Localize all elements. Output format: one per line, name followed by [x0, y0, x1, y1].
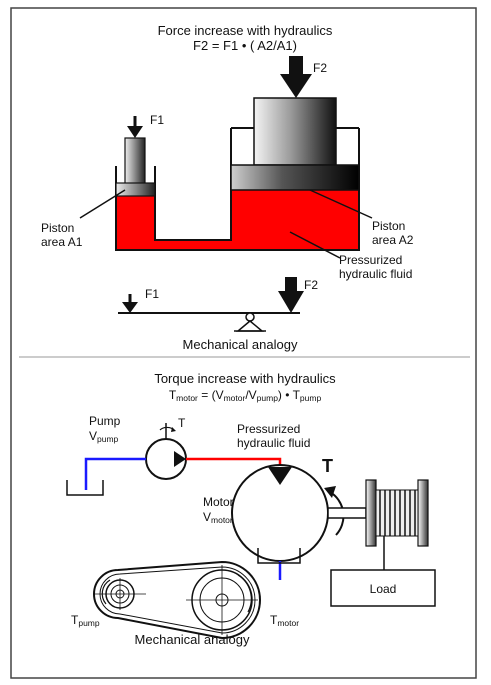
load-box — [330, 569, 436, 607]
f2-arrow — [280, 56, 312, 98]
top-formula: F2 = F1 • ( A2/A1) — [193, 38, 297, 53]
fluid-leader — [289, 231, 341, 259]
piston-a1-label: area A1 — [41, 235, 83, 249]
pump-suction-line — [84, 457, 146, 490]
winch-drum-icon — [365, 479, 429, 547]
tpump-label: Tpump — [71, 613, 100, 628]
motor-v-label: Vmotor — [203, 510, 233, 525]
fluid-label: hydraulic fluid — [339, 267, 412, 281]
motor-shaft — [327, 507, 367, 519]
tmotor-label: Tmotor — [270, 613, 299, 628]
belt-pulley-icon — [93, 560, 261, 640]
f2-label: F2 — [313, 61, 327, 75]
bottom-formula: Tmotor = (Vmotor/Vpump) • Tpump — [169, 388, 322, 403]
pump-torque-label: T — [178, 416, 186, 430]
analogy-f2-label: F2 — [304, 278, 318, 292]
large-piston-head — [230, 164, 360, 191]
small-piston-rod — [124, 137, 146, 185]
top-title: Force increase with hydraulics — [158, 23, 333, 38]
analogy-f1-arrow — [122, 294, 138, 313]
pump-arrow-icon — [174, 451, 186, 467]
motor-label: Motor — [203, 495, 234, 509]
fluid-label: Pressurized — [339, 253, 402, 267]
piston-a2-label: Piston — [372, 219, 405, 233]
analogy-f2-arrow — [278, 277, 304, 313]
fulcrum-icon — [234, 312, 266, 332]
bottom-title: Torque increase with hydraulics — [154, 371, 336, 386]
large-piston-block — [253, 97, 337, 166]
analogy-f1-label: F1 — [145, 287, 159, 301]
load-label: Load — [370, 582, 397, 596]
motor-arrow-icon — [268, 467, 292, 485]
bottom-fluid-label: hydraulic fluid — [237, 436, 310, 450]
f1-arrow — [127, 116, 143, 138]
piston-a1-leader — [79, 189, 126, 219]
top-analogy-caption: Mechanical analogy — [183, 337, 298, 352]
bottom-fluid-label: Pressurized — [237, 422, 300, 436]
torque-arrowhead-icon — [324, 486, 336, 498]
outer-border — [10, 7, 477, 679]
pump-tank-icon — [66, 480, 104, 496]
piston-a2-leader — [309, 189, 373, 219]
piston-a1-label: Piston — [41, 221, 74, 235]
f1-label: F1 — [150, 113, 164, 127]
pump-label: Pump — [89, 414, 121, 428]
small-piston-head — [115, 182, 156, 197]
bottom-analogy-caption: Mechanical analogy — [135, 632, 250, 647]
motor-torque-label: T — [322, 456, 333, 476]
motor-tank-icon — [257, 548, 301, 564]
piston-a2-label: area A2 — [372, 233, 414, 247]
pump-v-label: Vpump — [89, 429, 119, 444]
hydraulic-fluid — [116, 190, 359, 250]
